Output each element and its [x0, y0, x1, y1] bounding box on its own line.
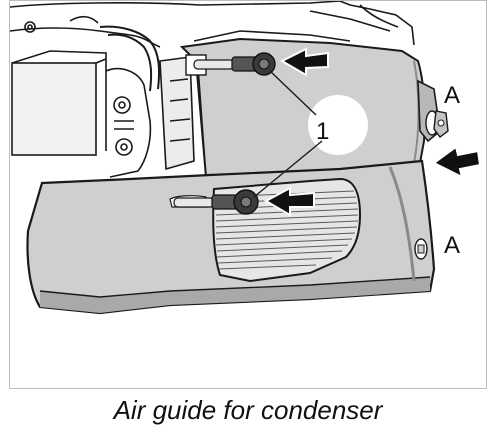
- figure-caption: Air guide for condenser: [113, 395, 383, 425]
- upper-bolt-arrow: [279, 47, 329, 77]
- upper-bolt: [185, 52, 276, 76]
- detail-highlight-circle: [308, 95, 368, 155]
- side-clip-arrow: [432, 145, 482, 179]
- callout-1-leaders: [253, 70, 323, 198]
- callout-number-1: 1: [316, 118, 329, 145]
- side-clip-top: [433, 110, 449, 138]
- engine-bay-background: [10, 1, 415, 178]
- illustration-frame: 1 A A: [9, 0, 487, 389]
- lower-bolt-arrow: [263, 186, 315, 217]
- callout-detail-a-bottom: A: [444, 232, 460, 259]
- condenser-air-guide-drawing: 1 A A: [10, 1, 482, 315]
- lower-bolt: [169, 189, 259, 215]
- callout-detail-a-top: A: [444, 82, 460, 109]
